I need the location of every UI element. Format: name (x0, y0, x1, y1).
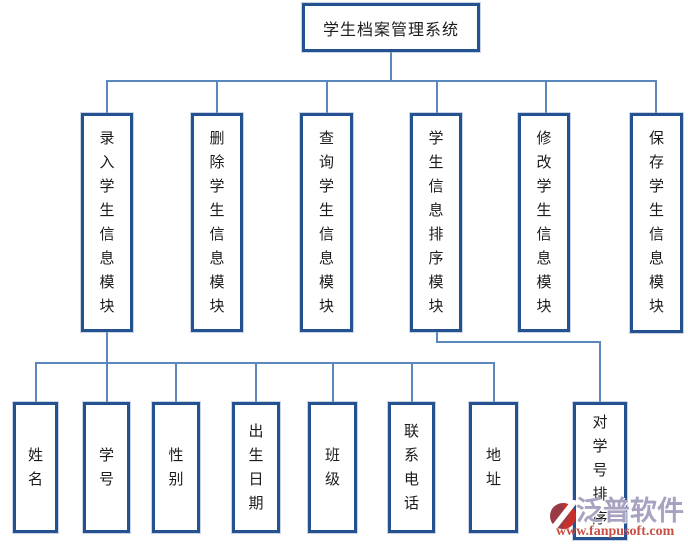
watermark-brand-text: 泛普软件 (576, 496, 684, 526)
node-field-student-id: 学号 (83, 402, 130, 533)
node-module-delete: 删除学生信息模块 (191, 113, 243, 332)
connector-sort-elbow (436, 331, 601, 403)
node-module-save-label: 保存学生信息模块 (648, 131, 664, 315)
node-field-address: 地址 (469, 402, 518, 533)
node-field-phone-label: 联系电话 (403, 423, 419, 512)
node-field-name-label: 姓名 (27, 447, 43, 488)
node-module-query: 查询学生信息模块 (300, 113, 353, 332)
node-root-label: 学生档案管理系统 (322, 21, 459, 39)
fanpu-logo-icon (549, 500, 577, 532)
node-field-birthdate-label: 出生日期 (248, 423, 264, 512)
node-field-gender-label: 性别 (168, 447, 184, 488)
node-field-name: 姓名 (13, 402, 58, 533)
node-field-gender: 性别 (152, 402, 200, 533)
node-field-class: 班级 (308, 402, 357, 533)
node-module-modify-label: 修改学生信息模块 (536, 130, 552, 315)
node-field-address-label: 地址 (485, 447, 501, 488)
node-field-birthdate: 出生日期 (232, 402, 280, 533)
node-module-delete-label: 删除学生信息模块 (209, 130, 225, 315)
node-field-sort-by-id-label: 对学号排序 (592, 415, 608, 527)
node-field-class-label: 班级 (324, 447, 340, 488)
node-module-sort-label: 学生信息排序模块 (428, 130, 444, 315)
node-module-entry: 录入学生信息模块 (81, 113, 133, 332)
watermark: 泛普软件 www.fanpusoft.com (548, 496, 688, 546)
watermark-url-text: www.fanpusoft.com (556, 524, 675, 539)
node-root: 学生档案管理系统 (302, 3, 480, 52)
node-module-query-label: 查询学生信息模块 (318, 130, 334, 315)
node-field-sort-by-id: 对学号排序 (573, 402, 627, 540)
node-module-entry-label: 录入学生信息模块 (99, 130, 115, 315)
node-field-phone: 联系电话 (388, 402, 435, 533)
node-module-modify: 修改学生信息模块 (518, 113, 570, 332)
node-field-student-id-label: 学号 (98, 447, 114, 488)
node-module-sort: 学生信息排序模块 (410, 113, 462, 332)
node-module-save: 保存学生信息模块 (630, 113, 683, 333)
